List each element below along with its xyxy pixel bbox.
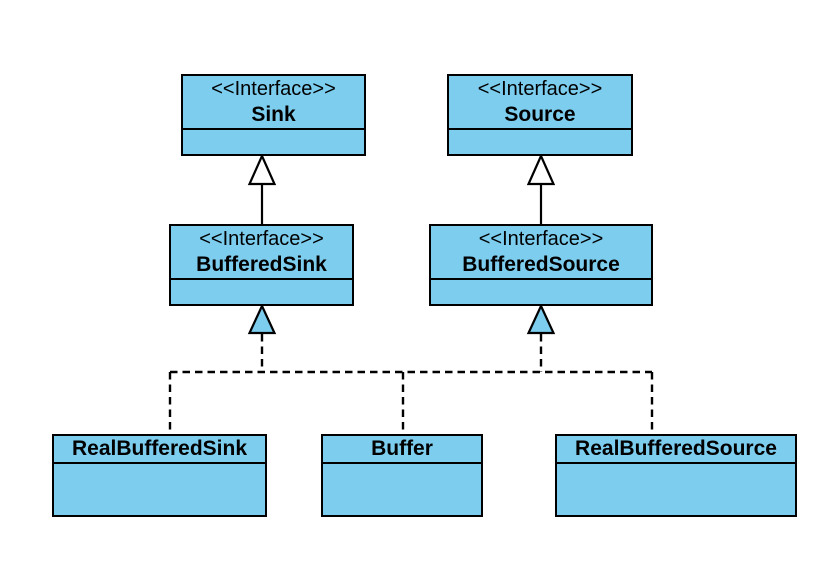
members-compartment [449,130,631,154]
class-name: Source [504,103,576,126]
class-box-bufferedsource: <<Interface>> BufferedSource [429,224,653,306]
stereotype-label: <<Interface>> [199,228,324,250]
name-compartment: <<Interface>> BufferedSource [431,226,651,280]
class-box-realbufferedsink: RealBufferedSink [52,434,267,517]
realization-arrow-bufferedsink [247,303,277,372]
class-name: Buffer [371,437,433,460]
members-compartment [323,464,481,515]
class-name: BufferedSink [196,253,327,276]
blue-triangle-icon [526,303,556,335]
members-compartment [183,130,364,154]
name-compartment: Buffer [323,436,481,464]
members-compartment [431,280,651,304]
name-compartment: RealBufferedSink [54,436,265,464]
name-compartment: RealBufferedSource [557,436,795,464]
class-box-realbufferedsource: RealBufferedSource [555,434,797,517]
stereotype-label: <<Interface>> [211,78,336,100]
class-box-buffer: Buffer [321,434,483,517]
class-name: Sink [251,103,296,126]
members-compartment [171,280,352,304]
class-name: RealBufferedSink [71,437,248,460]
class-box-sink: <<Interface>> Sink [181,74,366,156]
realization-dashed-bus [168,370,654,434]
name-compartment: <<Interface>> BufferedSink [171,226,352,280]
class-name: RealBufferedSource [575,437,777,460]
class-box-bufferedsink: <<Interface>> BufferedSink [169,224,354,306]
stereotype-label: <<Interface>> [477,78,603,100]
stereotype-label: <<Interface>> [478,228,604,250]
hollow-triangle-icon [247,153,277,186]
realization-arrow-bufferedsource [526,303,556,372]
class-name: BufferedSource [462,253,620,276]
members-compartment [54,464,265,515]
class-box-source: <<Interface>> Source [447,74,633,156]
generalization-bufferedsink-to-sink [247,153,277,225]
generalization-bufferedsource-to-source [526,153,556,225]
hollow-triangle-icon [526,153,556,186]
name-compartment: <<Interface>> Source [449,76,631,130]
blue-triangle-icon [247,303,277,335]
name-compartment: <<Interface>> Sink [183,76,364,130]
members-compartment [557,464,795,515]
